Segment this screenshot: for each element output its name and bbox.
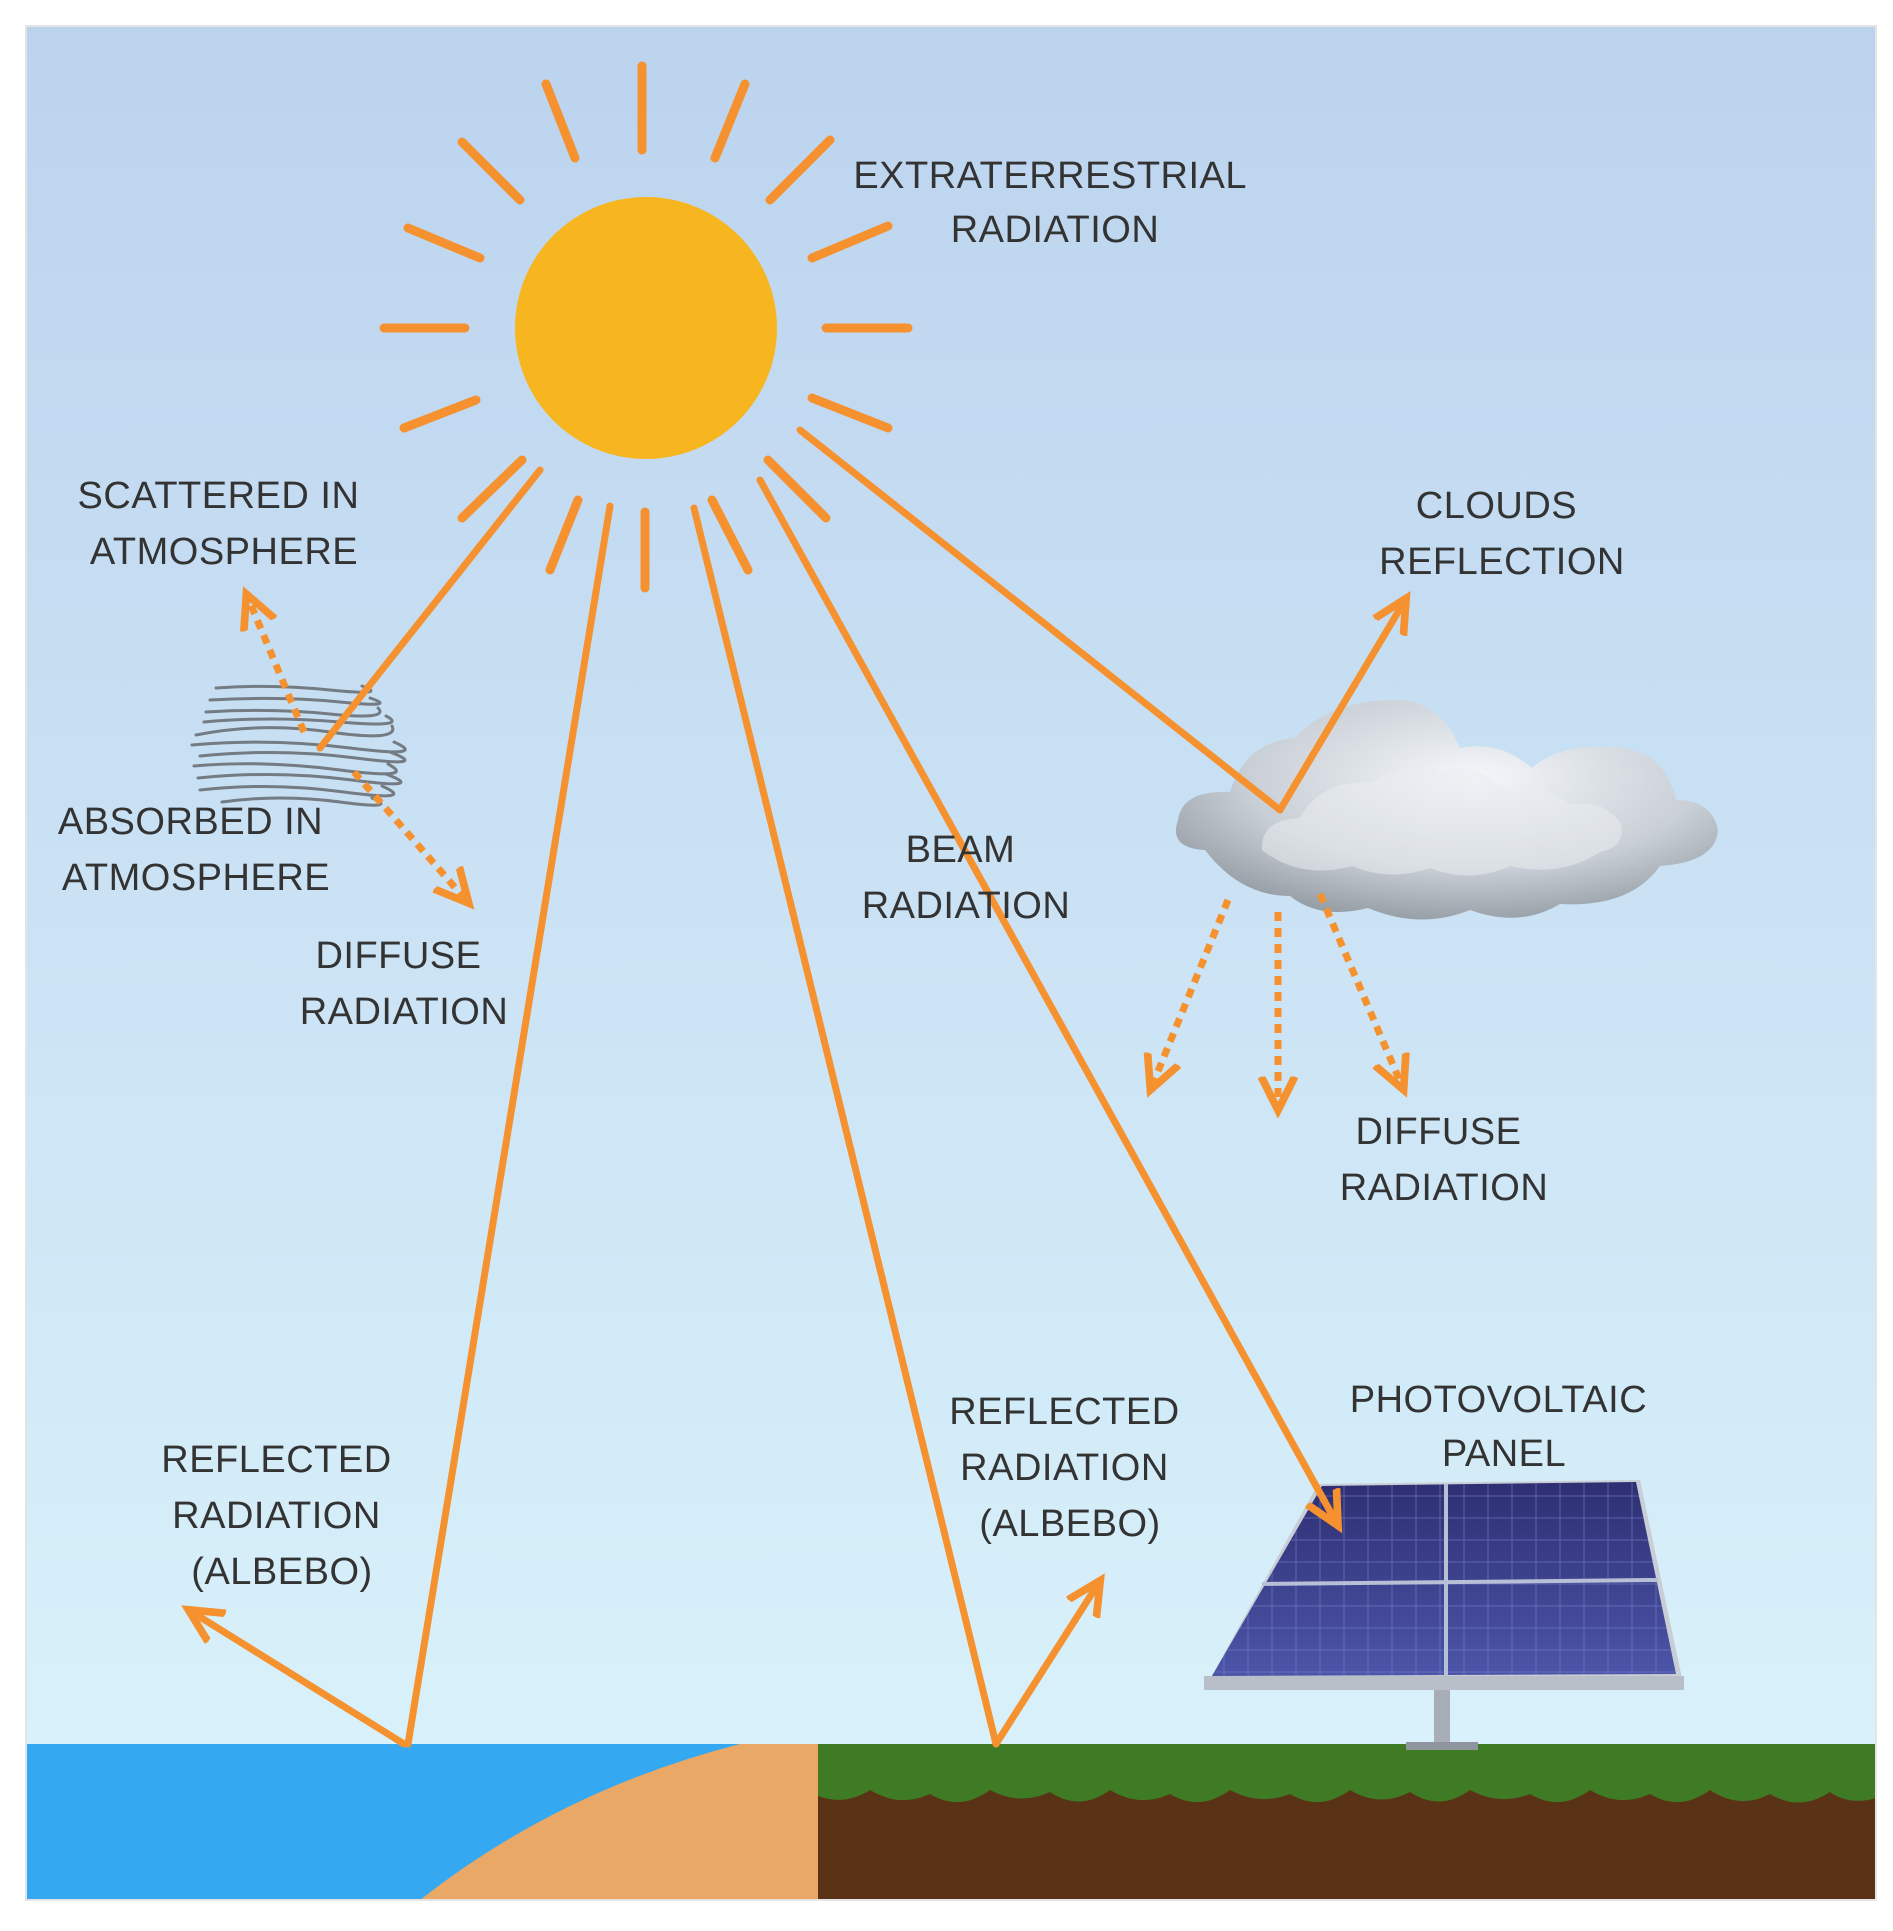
sun-icon [515,197,777,459]
labels: EXTRATERRESTRIAL RADIATION SCATTERED IN … [58,155,1658,1593]
ray-to-atmosphere [316,466,544,752]
label-diffuse-right: DIFFUSE RADIATION [1340,1111,1549,1209]
panel-pole-base [1406,1742,1478,1750]
frame-border [25,25,1877,1901]
ray-beam-to-panel [756,476,1336,1522]
ray-to-grass [690,504,1000,1748]
radiation-rays [192,426,1404,1748]
label-extraterrestrial: EXTRATERRESTRIAL RADIATION [853,155,1256,251]
label-absorbed: ABSORBED IN ATMOSPHERE [58,801,334,899]
label-clouds-reflection: CLOUDS REFLECTION [1379,485,1625,583]
label-reflected-right: REFLECTED RADIATION (ALBEBO) [949,1391,1190,1545]
atmosphere-haze-icon [190,684,407,807]
ray-clouds-reflection [1276,602,1404,814]
label-scattered: SCATTERED IN ATMOSPHERE [78,475,371,573]
dotted-arrows [248,598,1402,1106]
dotted-cloud-diffuse-3 [1316,892,1402,1086]
dotted-cloud-diffuse-1 [1152,898,1232,1086]
sand [420,1744,820,1900]
panel-bottom-rail [1204,1676,1684,1690]
ray-to-cloud [796,426,1284,814]
dotted-scattered-up [248,598,308,734]
ray-to-water [404,502,614,1748]
label-photovoltaic: PHOTOVOLTAIC PANEL [1350,1379,1658,1475]
ray-reflected-right [992,1584,1098,1748]
panel-divider-h [1261,1578,1659,1586]
ground [26,1744,1876,1900]
sun-rays [379,61,913,593]
grass [818,1744,1876,1803]
dotted-diffuse-left [351,769,466,900]
label-reflected-left: REFLECTED RADIATION (ALBEBO) [161,1439,402,1593]
label-diffuse-left: DIFFUSE RADIATION [300,935,509,1033]
ray-reflected-left [192,1612,408,1748]
label-beam: BEAM RADIATION [862,829,1071,927]
panel-pole [1434,1682,1450,1748]
